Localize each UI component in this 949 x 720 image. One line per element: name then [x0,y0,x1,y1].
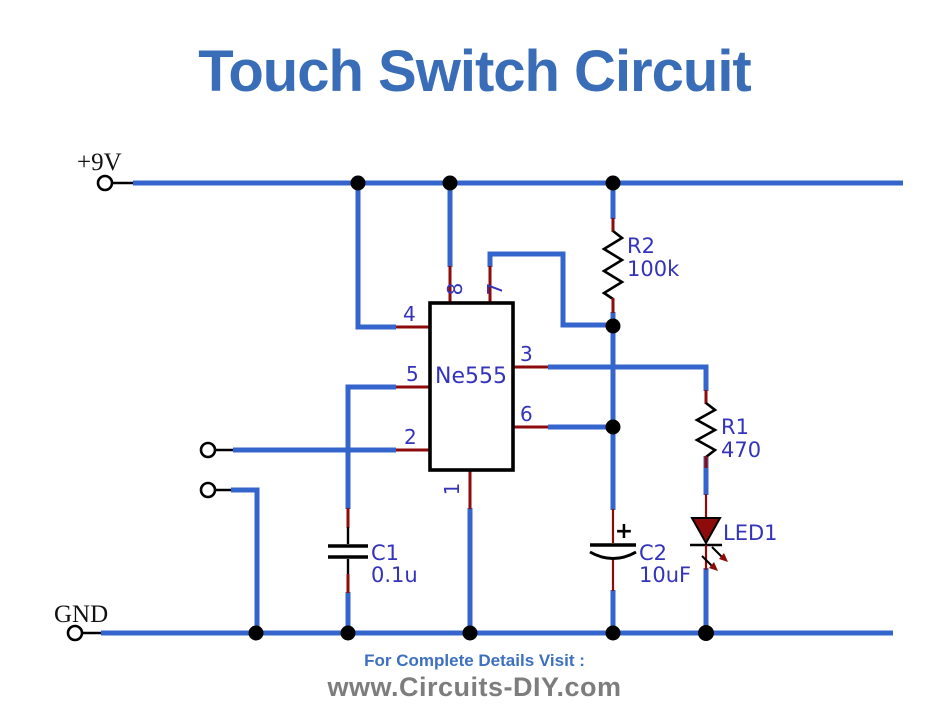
led-light-arrow-2 [701,555,713,567]
footer-line2: www.Circuits-DIY.com [327,672,622,703]
r1-name-label: R1 [721,415,749,439]
gnd-terminal [66,624,84,642]
pin-6-label: 6 [520,402,533,426]
junction-dot [442,175,458,191]
junction-dot [462,625,478,641]
r1-zigzag [694,401,718,459]
c2-bottom-plate [589,550,637,560]
junction-dot [605,318,621,334]
r2-name-label: R2 [627,234,655,258]
led-label: LED1 [723,521,778,545]
resistor-r2: R2 100k [601,218,680,313]
junction-dot [605,175,621,191]
r2-zigzag [601,229,625,301]
junction-dot [698,625,714,641]
vcc-label: +9V [77,149,122,176]
c2-polarity-label: + [615,519,633,544]
led-light-arrow-1 [711,546,723,558]
junction-dot [248,625,264,641]
wire-pin5-c1 [345,384,396,509]
junction-dot [605,419,621,435]
led1: LED1 [690,494,778,571]
page-title: Touch Switch Circuit [198,39,752,104]
footer-line1: For Complete Details Visit : [364,651,585,670]
pin-2-label: 2 [404,425,417,449]
pin-8-label: 8 [443,283,467,296]
c2-name-label: C2 [639,541,667,565]
capacitor-c1: C1 0.1u [328,508,418,593]
led-light-arrow-1-head [719,553,728,562]
r1-value-label: 470 [721,438,761,462]
pin-3-label: 3 [520,342,533,366]
ic-ne555: Ne555 4 5 2 3 6 8 7 1 [396,266,548,509]
led-light-arrow-2-head [709,562,718,571]
footer: For Complete Details Visit : www.Circuit… [0,650,949,705]
led-triangle [690,517,722,546]
c2-value-label: 10uF [639,563,691,587]
wire-touch2-gnd [231,487,260,633]
pin-7-label: 7 [483,283,507,296]
r2-value-label: 100k [627,257,680,281]
gnd-label: GND [54,601,108,628]
junction-dot [350,175,366,191]
junction-dot [605,625,621,641]
capacitor-c2: + C2 10uF [589,509,691,591]
wire-pin7-r2 [487,251,610,328]
touch-terminal-1 [199,441,217,459]
c1-name-label: C1 [371,541,399,565]
pin-1-label: 1 [440,483,464,496]
pin-4-label: 4 [403,302,416,326]
c1-value-label: 0.1u [371,563,418,587]
touch-terminal-2 [199,481,217,499]
pin-5-label: 5 [406,362,419,386]
wire-pin3-r1 [548,364,709,391]
ic-body [428,301,515,472]
wire-vcc-pin4 [355,183,396,330]
ic-label: Ne555 [435,364,507,389]
resistor-r1: R1 470 [694,390,761,468]
junction-dot [340,625,356,641]
vcc-terminal [96,174,114,192]
